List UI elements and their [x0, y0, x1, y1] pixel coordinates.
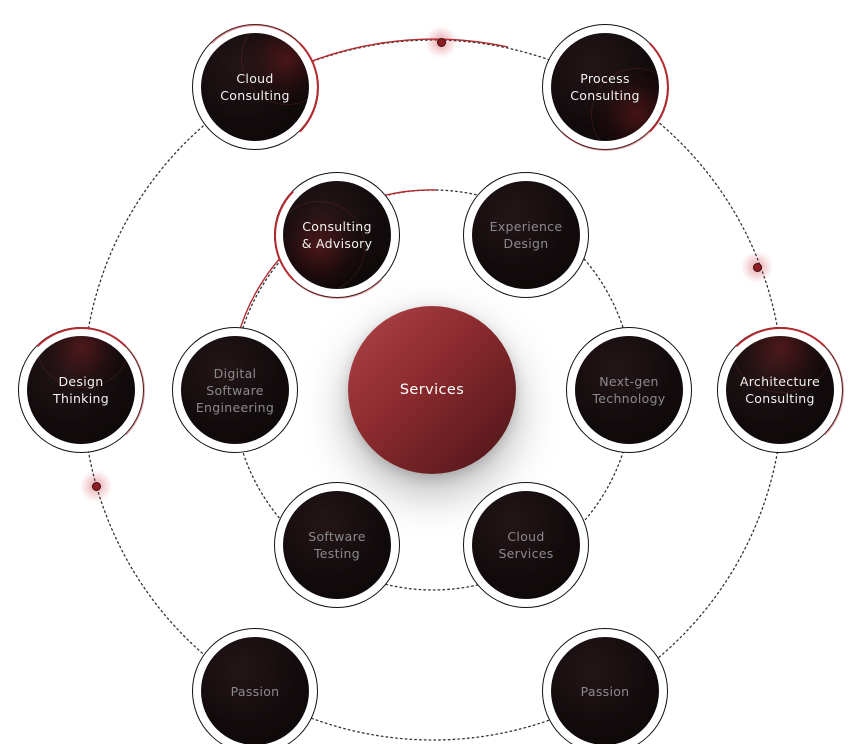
- node-label: Cloud Consulting: [220, 71, 290, 103]
- orbit-dot: [91, 481, 101, 491]
- node-label: Process Consulting: [570, 71, 640, 103]
- node-label: Design Thinking: [53, 374, 109, 406]
- node-experience-design[interactable]: Experience Design: [463, 172, 589, 298]
- node-architecture-consulting[interactable]: Architecture Consulting: [716, 326, 844, 454]
- node-label: Passion: [580, 683, 630, 699]
- node-cloud-consulting[interactable]: Cloud Consulting: [191, 23, 319, 151]
- node-process-consulting[interactable]: Process Consulting: [541, 23, 669, 151]
- services-label: Services: [399, 382, 465, 398]
- node-passion-left[interactable]: Passion: [192, 628, 318, 744]
- node-label: Cloud Services: [498, 529, 554, 561]
- node-label: Software Testing: [308, 529, 366, 561]
- node-cloud-services[interactable]: Cloud Services: [463, 482, 589, 608]
- node-design-thinking[interactable]: Design Thinking: [17, 326, 145, 454]
- node-label: Consulting & Advisory: [301, 219, 373, 251]
- node-label: Passion: [230, 683, 280, 699]
- node-label: Architecture Consulting: [739, 374, 821, 406]
- node-next-gen-technology[interactable]: Next-gen Technology: [566, 327, 692, 453]
- services-center-button[interactable]: Services: [348, 306, 516, 474]
- node-digital-software-engineering[interactable]: Digital Software Engineering: [172, 327, 298, 453]
- orbit-dot: [752, 262, 762, 272]
- node-glow: [283, 201, 365, 289]
- node-label: Next-gen Technology: [592, 374, 666, 406]
- node-passion-right[interactable]: Passion: [542, 628, 668, 744]
- node-label: Digital Software Engineering: [195, 365, 275, 415]
- node-consulting-advisory[interactable]: Consulting & Advisory: [273, 171, 401, 299]
- node-software-testing[interactable]: Software Testing: [274, 482, 400, 608]
- orbit-dot: [436, 37, 446, 47]
- node-label: Experience Design: [489, 219, 563, 251]
